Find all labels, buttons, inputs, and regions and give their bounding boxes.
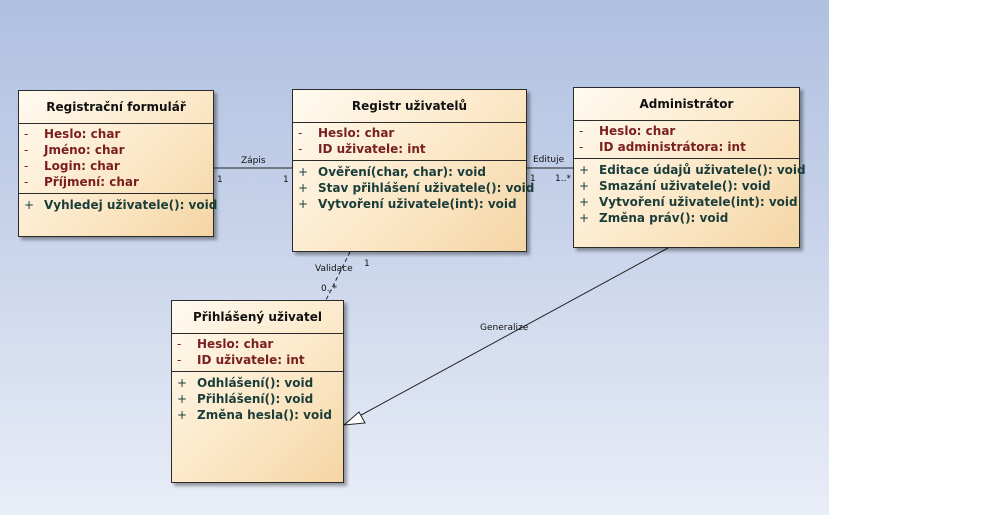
attribute-row[interactable]: -Heslo: char (24, 127, 121, 141)
link-validace[interactable] (325, 251, 351, 301)
attribute-row[interactable]: -Login: char (24, 159, 120, 173)
class-title: Registr uživatelů (293, 90, 526, 123)
class-administrator[interactable]: Administrátor -Heslo: char -ID administr… (573, 87, 806, 248)
attribute-compartment: -Heslo: char -ID administrátora: int (574, 121, 799, 159)
diagram-canvas: Registrační formulář -Heslo: char -Jméno… (0, 0, 829, 515)
class-prihlaseny-uzivatel[interactable]: Přihlášený uživatel -Heslo: char -ID uži… (171, 300, 344, 483)
attribute-row[interactable]: -Heslo: char (298, 126, 395, 140)
link-label-validace: Validace (315, 264, 353, 274)
generalization-arrowhead (342, 411, 366, 426)
multiplicity-edituje-source: 1 (530, 174, 536, 184)
attribute-row[interactable]: -Jméno: char (24, 143, 125, 157)
multiplicity-validace-target: 0..* (321, 284, 337, 294)
attribute-row[interactable]: -ID administrátora: int (579, 140, 746, 154)
class-title: Administrátor (574, 88, 799, 121)
class-title: Přihlášený uživatel (172, 301, 343, 334)
operation-compartment: +Ověření(char, char): void +Stav přihláš… (293, 161, 535, 215)
link-label-edituje: Edituje (533, 155, 565, 165)
attribute-compartment: -Heslo: char -ID uživatele: int (172, 334, 343, 372)
operation-row[interactable]: +Ověření(char, char): void (298, 165, 486, 179)
attribute-row[interactable]: -Příjmení: char (24, 175, 139, 189)
operation-compartment: +Editace údajů uživatele(): void +Smazán… (574, 159, 806, 229)
operation-row[interactable]: +Editace údajů uživatele(): void (579, 163, 806, 177)
attribute-row[interactable]: -ID uživatele: int (177, 353, 305, 367)
attribute-row[interactable]: -ID uživatele: int (298, 142, 426, 156)
operation-row[interactable]: +Přihlášení(): void (177, 392, 314, 406)
attribute-compartment: -Heslo: char -ID uživatele: int (293, 123, 526, 161)
class-title: Registrační formulář (19, 91, 213, 124)
operation-row[interactable]: +Smazání uživatele(): void (579, 179, 771, 193)
multiplicity-zapis-source: 1 (217, 175, 223, 185)
attribute-row[interactable]: -Heslo: char (579, 124, 676, 138)
operation-row[interactable]: +Vytvoření uživatele(int): void (298, 197, 517, 211)
operation-row[interactable]: +Stav přihlášení uživatele(): void (298, 181, 535, 195)
multiplicity-edituje-target: 1..* (555, 174, 571, 184)
multiplicity-zapis-target: 1 (283, 175, 289, 185)
operation-row[interactable]: +Změna hesla(): void (177, 408, 332, 422)
operation-row[interactable]: +Vyhledej uživatele(): void (24, 198, 218, 212)
link-label-generalize: Generalize (480, 323, 529, 333)
operation-row[interactable]: +Vytvoření uživatele(int): void (579, 195, 798, 209)
operation-compartment: +Vyhledej uživatele(): void (19, 194, 218, 216)
link-label-zapis: Zápis (241, 156, 266, 166)
link-generalize[interactable] (351, 247, 669, 421)
multiplicity-validace-source: 1 (364, 259, 370, 269)
class-registracni-formular[interactable]: Registrační formulář -Heslo: char -Jméno… (18, 90, 218, 237)
operation-row[interactable]: +Odhlášení(): void (177, 376, 314, 390)
attribute-compartment: -Heslo: char -Jméno: char -Login: char -… (19, 124, 213, 194)
attribute-row[interactable]: -Heslo: char (177, 337, 274, 351)
association-lines (213, 167, 669, 426)
operation-row[interactable]: +Změna práv(): void (579, 211, 729, 225)
operation-compartment: +Odhlášení(): void +Přihlášení(): void +… (172, 372, 343, 426)
class-registr-uzivatelu[interactable]: Registr uživatelů -Heslo: char -ID uživa… (292, 89, 535, 252)
